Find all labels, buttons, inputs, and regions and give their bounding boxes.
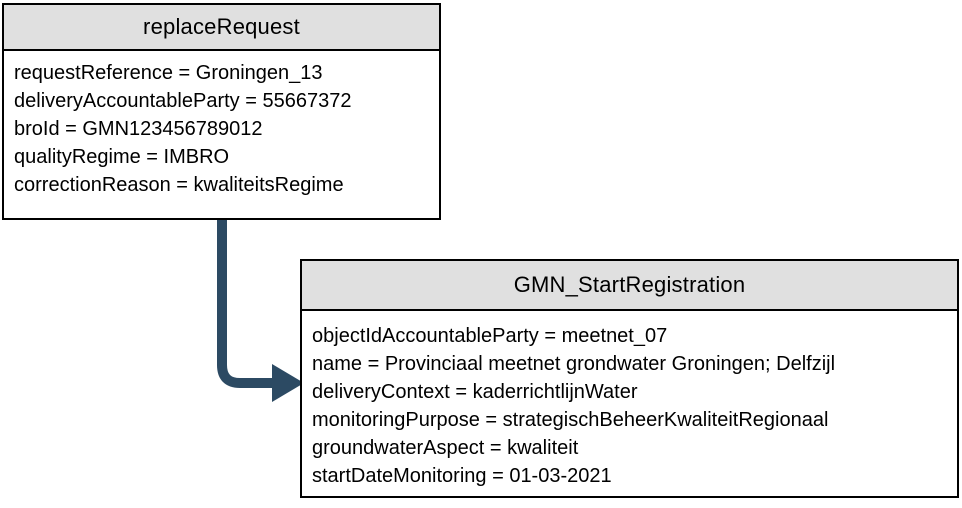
field-line: monitoringPurpose = strategischBeheerKwa… <box>312 409 829 431</box>
replace-request-box: replaceRequest requestReference = Gronin… <box>2 3 441 220</box>
field-line: objectIdAccountableParty = meetnet_07 <box>312 325 668 347</box>
field-line: broId = GMN123456789012 <box>14 118 263 140</box>
field-line: deliveryContext = kaderrichtlijnWater <box>312 381 638 403</box>
gmn-start-registration-box-header: GMN_StartRegistration <box>302 261 957 311</box>
field-line: correctionReason = kwaliteitsRegime <box>14 174 344 196</box>
field-line: name = Provinciaal meetnet grondwater Gr… <box>312 353 836 375</box>
field-line: requestReference = Groningen_13 <box>14 62 323 84</box>
box-title: replaceRequest <box>143 14 300 39</box>
replace-request-box-header: replaceRequest <box>4 5 439 51</box>
replace-request-box-body: requestReference = Groningen_13 delivery… <box>4 51 439 199</box>
field-line: startDateMonitoring = 01-03-2021 <box>312 465 612 487</box>
gmn-start-registration-box: GMN_StartRegistration objectIdAccountabl… <box>300 259 959 498</box>
connector-arrow-line <box>217 220 273 388</box>
gmn-start-registration-box-body: objectIdAccountableParty = meetnet_07 na… <box>302 311 957 490</box>
field-line: deliveryAccountableParty = 55667372 <box>14 90 352 112</box>
field-line: qualityRegime = IMBRO <box>14 146 230 168</box>
box-title: GMN_StartRegistration <box>513 272 746 297</box>
field-line: groundwaterAspect = kwaliteit <box>312 437 579 459</box>
